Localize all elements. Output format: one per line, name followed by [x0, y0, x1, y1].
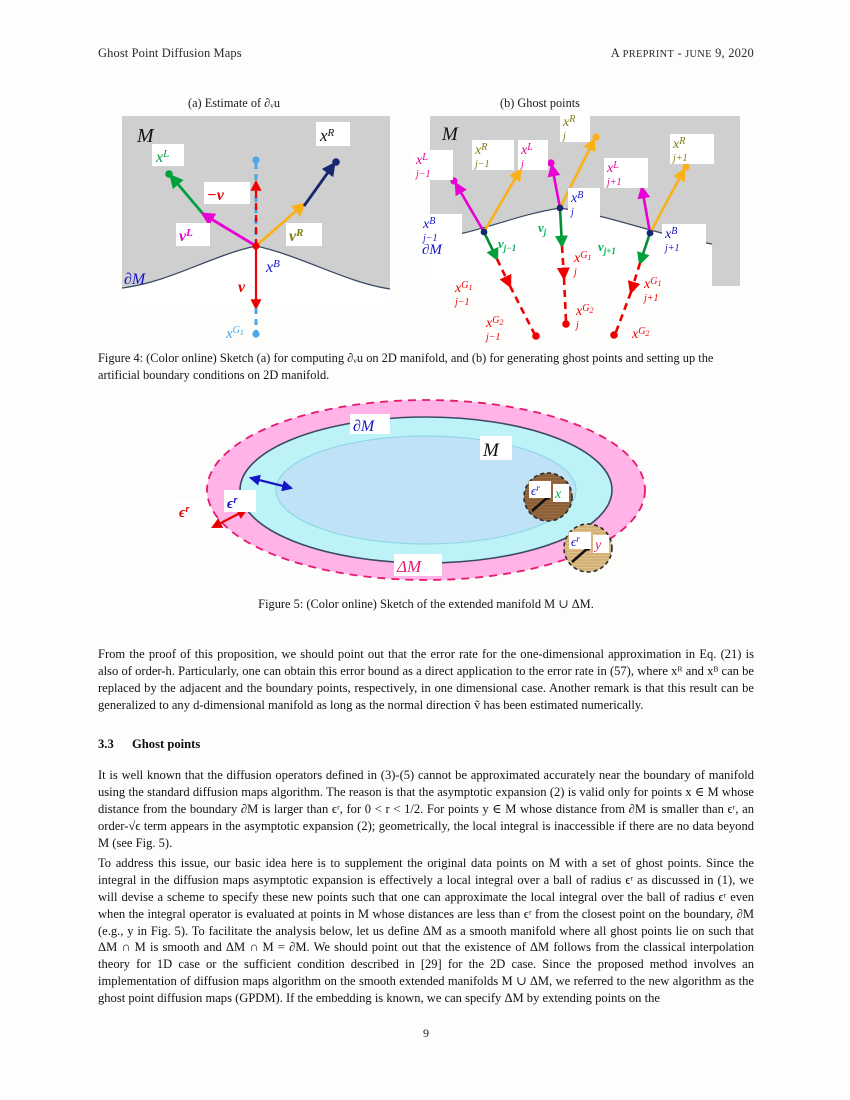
panel-b-label-xG2-jplus1: xG2 j+1: [630, 326, 649, 344]
figure-5-delta-manifold-label: ΔM: [394, 554, 442, 576]
svg-text:j+1: j+1: [671, 153, 688, 164]
svg-text:j: j: [569, 207, 574, 218]
panel-b-manifold-label: M: [441, 124, 459, 145]
panel-a-label-nu-right: νR: [286, 223, 322, 246]
svg-text:xG1: xG1: [454, 280, 472, 296]
panel-b-label-xL-j: xL j: [518, 140, 548, 170]
figure-5-ball-y-epsilon-label: ϵr: [571, 534, 580, 549]
figure-5-ball-x-epsilon-label: ϵr: [531, 483, 540, 498]
svg-text:ΔM: ΔM: [396, 557, 422, 576]
svg-text:j: j: [519, 159, 524, 170]
panel-b-label-xG1-jminus1: xG1 j−1: [453, 280, 472, 308]
figure-4-panel-b-title: (b) Ghost points: [500, 96, 580, 110]
panel-a-manifold-label: M: [136, 125, 155, 147]
svg-text:j−1: j−1: [473, 159, 490, 170]
panel-b-label-xG1-jplus1: xG1 j+1: [642, 276, 661, 304]
panel-b-label-xR-j: xR j: [560, 112, 590, 142]
panel-b-boundary-label: ∂M: [422, 242, 443, 258]
figure-5-point-x-label: x: [554, 487, 562, 502]
svg-text:xG2: xG2: [631, 326, 649, 342]
figure-4-caption: Figure 4: (Color online) Sketch (a) for …: [98, 351, 714, 382]
svg-text:M: M: [482, 440, 500, 461]
svg-text:ϵr: ϵr: [179, 504, 189, 521]
panel-a-label-nu: ν: [238, 279, 246, 296]
svg-text:j−1: j−1: [484, 332, 501, 343]
panel-b-label-xL-jplus1: xL j+1: [604, 158, 648, 188]
svg-text:j−1: j−1: [414, 169, 431, 180]
svg-text:j: j: [572, 267, 577, 278]
preprint-month: JUNE: [685, 49, 712, 60]
panel-b-label-xR-jplus1: xR j+1: [670, 134, 714, 164]
body-paragraph-1: From the proof of this proposition, we s…: [98, 647, 754, 712]
preprint-word: PREPRINT: [622, 49, 675, 60]
panel-b-label-xL-jminus1: xL j−1: [413, 150, 453, 180]
svg-text:xG1: xG1: [643, 276, 661, 292]
panel-b-label-nu-j: νj: [538, 220, 547, 237]
figure-5-epsilon-outer-label: ϵr: [176, 499, 206, 521]
figure-5-epsilon-inner-label: ϵr: [224, 490, 256, 512]
svg-text:j−1: j−1: [453, 297, 470, 308]
figure-4-panel-a-title: (a) Estimate of ∂ᵥu: [188, 96, 280, 110]
running-header: Ghost Point Diffusion Maps A PREPRINT - …: [98, 46, 754, 61]
panel-a-label-neg-nu: −ν: [204, 182, 250, 204]
body-paragraph-3: To address this issue, our basic idea he…: [98, 856, 754, 1005]
panel-a-green-segment: [165, 170, 206, 216]
panel-a-label-xG1: xG1: [225, 325, 244, 342]
svg-text:j+1: j+1: [630, 343, 647, 344]
svg-text:j−1: j−1: [421, 233, 438, 244]
panel-a-nu-left-arrow: [200, 212, 257, 248]
figure-4-graphic: M ∂M: [122, 112, 740, 344]
panel-a-boundary-point: [252, 242, 260, 250]
panel-b-label-xR-jminus1: xR j−1: [472, 140, 514, 170]
running-header-preprint-date: A PREPRINT - JUNE 9, 2020: [611, 46, 754, 61]
figure-5: ϵr x ϵr y ϵr ϵr: [98, 394, 754, 592]
panel-a-navy-segment: [302, 158, 340, 207]
body-paragraph-2: It is well known that the diffusion oper…: [98, 768, 754, 850]
svg-text:j+1: j+1: [605, 177, 622, 188]
running-header-title: Ghost Point Diffusion Maps: [98, 46, 242, 60]
panel-b-label-xG2-jminus1: xG2 j−1: [484, 315, 503, 343]
panel-a-label-xL: xL: [152, 144, 184, 166]
figure-5-graphic: ϵr x ϵr y ϵr ϵr: [176, 399, 646, 581]
figure-5-point-y-label: y: [593, 538, 602, 553]
panel-a-ghost-ray: [252, 308, 260, 338]
panel-b-label-xB-j: xB j: [568, 188, 600, 218]
panel-a-boundary-label: ∂M: [124, 271, 147, 288]
panel-a-label-nu-left: νL: [176, 223, 210, 246]
panel-b-label-xG2-j: xG2 j: [574, 303, 593, 331]
svg-text:−ν: −ν: [207, 187, 225, 204]
figure-5-epsilon-outer-arrow: [211, 508, 248, 529]
svg-text:j+1: j+1: [663, 243, 680, 254]
svg-text:ϵr: ϵr: [227, 495, 237, 512]
preprint-day-year: 9, 2020: [715, 46, 754, 60]
panel-b-group-j: [547, 133, 600, 328]
figure-5-ball-y: ϵr y: [563, 523, 613, 573]
panel-a-label-xR: xR: [316, 122, 350, 146]
preprint-article: A: [610, 46, 620, 60]
figure-5-ball-x: ϵr x: [523, 472, 573, 522]
svg-text:xG2: xG2: [575, 303, 593, 319]
page-content: Ghost Point Diffusion Maps A PREPRINT - …: [98, 0, 754, 1100]
panel-a-nu-right-arrow: [255, 202, 307, 248]
preprint-dash: -: [677, 46, 682, 60]
svg-text:j: j: [574, 320, 579, 331]
figure-5-epsilon-inner-arrow: [248, 474, 294, 492]
section-heading-ghost-points: 3.3 Ghost points: [98, 737, 754, 752]
svg-text:j+1: j+1: [642, 293, 659, 304]
svg-text:∂M: ∂M: [353, 418, 376, 435]
svg-text:xG2: xG2: [485, 315, 503, 331]
figure-4: (a) Estimate of ∂ᵥu (b) Ghost points: [100, 96, 752, 344]
section-title: Ghost points: [132, 737, 201, 751]
figure-5-boundary-label: ∂M: [350, 414, 390, 435]
figure-5-caption: Figure 5: (Color online) Sketch of the e…: [258, 597, 594, 611]
panel-b-label-xB-jplus1: xB j+1: [662, 224, 706, 254]
figure-5-manifold-label: M: [480, 436, 512, 461]
section-number: 3.3: [98, 737, 114, 751]
panel-b-label-xB-jminus1: xB j−1: [420, 214, 462, 244]
svg-text:j: j: [561, 131, 566, 142]
page-number: 9: [423, 1026, 429, 1040]
